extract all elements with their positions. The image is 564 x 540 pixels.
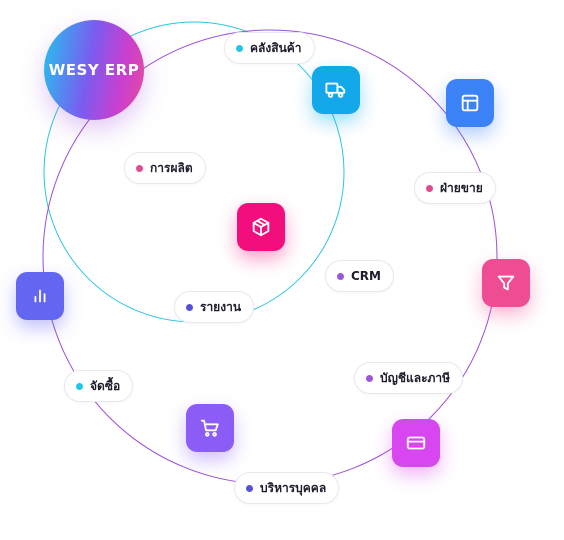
cart-icon (200, 419, 219, 437)
bar-chart-tile[interactable] (16, 272, 64, 320)
module-dot (136, 164, 143, 172)
box-icon (252, 217, 270, 237)
module-dot (366, 374, 373, 382)
layout-tile[interactable] (446, 79, 494, 127)
module-warehouse[interactable]: คลังสินค้า (224, 32, 315, 64)
module-sales[interactable]: ฝ่ายขาย (414, 172, 496, 204)
module-dot (246, 484, 253, 492)
module-label: คลังสินค้า (250, 40, 302, 55)
module-production[interactable]: การผลิต (124, 152, 206, 184)
module-label: รายงาน (200, 299, 242, 314)
filter-tile[interactable] (482, 259, 530, 307)
module-label: การผลิต (150, 160, 193, 175)
module-dot (426, 184, 433, 192)
module-dot (76, 382, 83, 390)
module-label: จัดซื้อ (90, 378, 121, 393)
truck-tile[interactable] (312, 66, 360, 114)
module-label: ฝ่ายขาย (440, 180, 483, 195)
truck-icon (325, 82, 346, 98)
layout-icon (461, 94, 479, 112)
module-crm[interactable]: CRM (325, 260, 394, 292)
module-dot (337, 272, 344, 280)
module-label: บริหารบุคคล (260, 480, 327, 495)
module-report[interactable]: รายงาน (174, 291, 255, 323)
module-accounting[interactable]: บัญชีและภาษี (354, 362, 464, 394)
credit-card-icon (406, 436, 426, 450)
brand-logo: WESY ERP (44, 20, 144, 120)
filter-icon (497, 275, 515, 291)
module-purchasing[interactable]: จัดซื้อ (64, 370, 134, 402)
module-label: CRM (351, 269, 381, 283)
module-dot (236, 44, 243, 52)
credit-card-tile[interactable] (392, 419, 440, 467)
box-tile[interactable] (237, 203, 285, 251)
bar-chart-icon (34, 289, 46, 303)
module-label: บัญชีและภาษี (380, 370, 451, 385)
cart-tile[interactable] (186, 404, 234, 452)
module-dot (186, 303, 193, 311)
module-hr[interactable]: บริหารบุคคล (234, 472, 340, 504)
brand-name: WESY ERP (48, 61, 140, 79)
